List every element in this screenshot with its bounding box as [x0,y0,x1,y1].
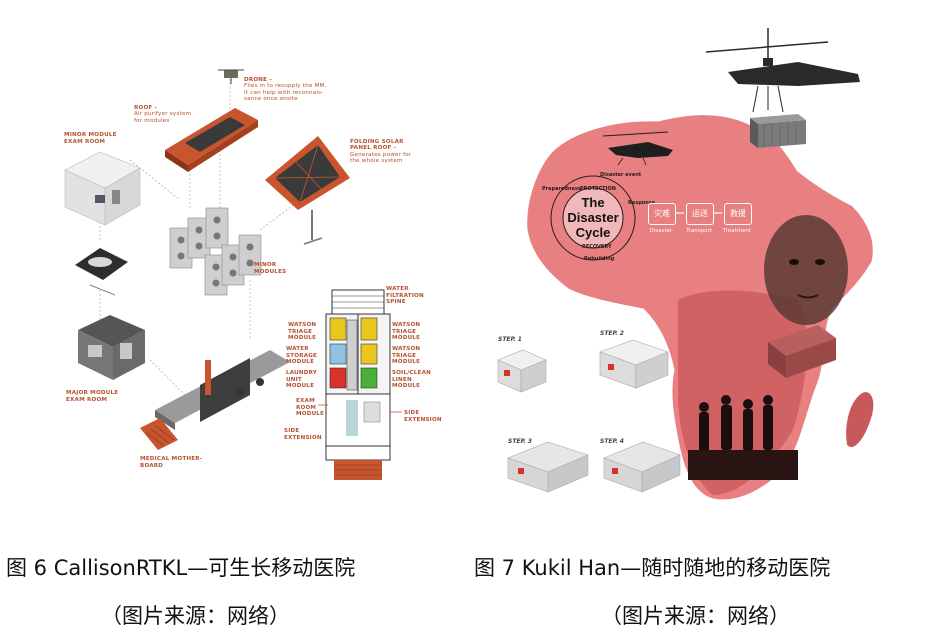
container-module-image [768,325,836,378]
major-exam-room-illustration [78,315,145,380]
stage-disaster: 灾难 [648,203,676,225]
minor-exam-room-illustration [64,151,141,226]
floor-plan-illustration [318,289,402,480]
callison-rtkl-diagram: DRONE - Flies in to resupply the MM. It … [0,0,468,530]
roof-illustration [165,108,258,172]
figure-7-caption: 图 7 Kukil Han—随时随地的移动医院 [474,556,831,580]
roof-label: ROOF - Air purifyer system for modules [134,104,192,124]
drone-label: DRONE - Flies in to resupply the MM. It … [244,76,327,103]
step2-module-image [599,339,669,389]
medical-motherboard-illustration [140,350,290,450]
step-3-label: STEP. 3 [508,438,532,445]
ring-word-rebuilding: Rebuilding [584,256,615,262]
ring-word-disaster-event: Disaster event [600,172,642,178]
disaster-cycle-title: The Disaster Cycle [567,195,619,240]
cargo-crate-image [750,114,806,148]
disaster-cycle-diagram [550,175,636,261]
laundry-unit-label: LAUNDRY UNIT MODULE [286,370,318,390]
step-1-label: STEP. 1 [498,336,522,343]
watson-triage-left-label: WATSON TRIAGE MODULE [288,322,317,342]
minor-exam-room-label: MINOR MODULE EXAM ROOM [64,132,117,145]
child-face-image [764,215,848,325]
modular-hospital-exploded-illustration [64,69,402,480]
step3-module-image [507,441,589,493]
side-extension-left-label: SIDE EXTENSION [284,428,322,441]
side-extension-right-label: SIDE EXTENSION [404,410,442,423]
watson-triage-right-label: WATSON TRIAGE MODULE [392,322,421,342]
minor-modules-label: MINOR MODULES [254,262,287,275]
large-helicopter-image [705,28,860,113]
exam-table-illustration [75,248,128,296]
major-exam-room-label: MAJOR MODULE EXAM ROOM [66,390,119,403]
stage-transport: 运送 [686,203,714,225]
folding-solar-label: FOLDING SOLAR PANEL ROOF - Generates pow… [350,138,412,165]
figure-7-source: （图片来源：网络） [601,604,790,628]
exam-room-module-label: EXAM ROOM MODULE [296,398,325,418]
ring-word-protection: PROTECTION [580,186,616,192]
small-helicopter-image [602,131,673,166]
soil-clean-linen-label: SOIL/CLEAN LINEN MODULE [392,370,431,390]
madagascar-shape [844,390,876,450]
ring-word-preparedness: Preparedness [542,186,581,192]
step-4-label: STEP. 4 [600,438,624,445]
kukil-han-poster: The Disaster Cycle PROTECTION RECOVERY D… [468,0,936,530]
step-2-label: STEP. 2 [600,330,624,337]
stage-treatment: 救援 [724,203,752,225]
solar-panel-illustration [265,136,350,245]
step4-module-image [603,441,681,493]
medical-motherboard-label: MEDICAL MOTHER- BOARD [140,456,203,469]
water-filtration-label: WATER FILTRATION SPINE [386,286,424,306]
minor-modules-illustration [169,207,262,296]
drone-illustration [218,69,244,84]
africa-mobile-hospital-illustration [497,28,876,503]
ring-word-recovery: RECOVERY [582,244,612,250]
figure-6-caption: 图 6 CallisonRTKL—可生长移动医院 [6,556,356,580]
stage-transport-caption: Transport [686,228,712,234]
ring-word-response: Response [628,200,656,206]
stage-disaster-caption: Disaster [649,228,673,234]
water-storage-label: WATER STORAGE MODULE [286,346,318,366]
people-silhouettes [688,395,798,480]
stage-treatment-caption: Treatment [723,228,751,234]
watson-triage-right2-label: WATSON TRIAGE MODULE [392,346,421,366]
figure-6-source: （图片来源：网络） [101,604,290,628]
step1-module-image [497,349,547,393]
